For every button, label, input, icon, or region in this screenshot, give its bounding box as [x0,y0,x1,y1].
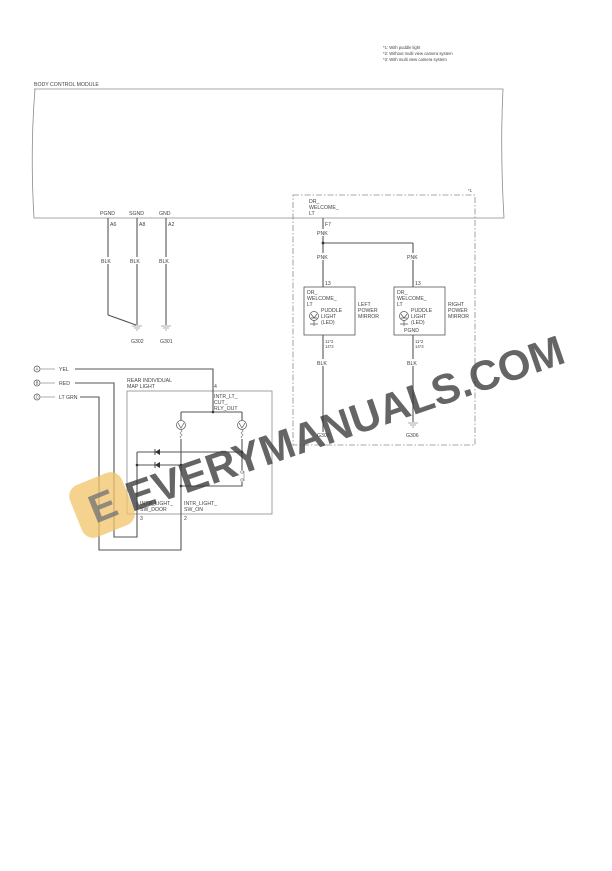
ground-g302: G302 [317,433,330,439]
resistor-icon [179,429,183,439]
connector-id: A [36,367,39,372]
right-power-mirror: 13 DR_ WELCOME_ LT PUDDLE LIGHT (LED) PG… [393,281,469,439]
pin-name: INTR_LIGHT_ [140,501,173,507]
watermark: E EVERYMANUALS.COM [69,326,571,538]
pin-a2: A2 [168,222,174,228]
component-label: LEFT [358,302,372,308]
pin-name: INTR_LIGHT_ [184,501,217,507]
wire-color-yel: YEL [59,367,69,373]
ground-g302: G302 [131,339,144,345]
note-3: *3: With multi view camera system [383,57,447,62]
wire-color-blk: BLK [317,361,327,367]
pin-name: WELCOME_ [309,205,339,211]
pin-number: 11*2 [415,339,424,344]
lamp-label: (LED) [411,320,425,326]
pin-13: 13 [415,281,421,287]
ground-symbol-icon [161,325,171,331]
pin-name: LT [307,302,313,308]
pin-number: 14*3 [325,344,334,349]
pin-name: LT [309,211,315,217]
pin-name-gnd: GND [159,211,171,217]
switch-icon [240,470,245,482]
pin-number: 14*3 [415,344,424,349]
diode-icon [154,462,160,468]
pin-name-pgnd: PGND [100,211,115,217]
pin-a8: A8 [139,222,145,228]
pin-number: 11*2 [325,339,334,344]
left-power-mirror: 13 DR_ WELCOME_ LT PUDDLE LIGHT (LED) LE… [303,281,379,439]
pin-name: INTR_LT_ [214,394,238,400]
pin-name: DR_ [397,290,407,296]
wire-color-pnk: PNK [317,255,328,261]
wire-color-blk: BLK [101,259,111,265]
pin-name: RLY_OUT [214,406,238,412]
lamp-label: LIGHT [321,314,337,320]
diode-icon [154,449,160,455]
ground-g301: G301 [160,339,173,345]
pin-a6: A6 [110,222,116,228]
body-control-module: BODY CONTROL MODULE [31,82,505,219]
bulb-icon [237,420,247,430]
bulb-icon [176,420,186,430]
component-title: REAR INDIVIDUAL [127,378,172,384]
pin-13: 13 [325,281,331,287]
wire-color-blk: BLK [407,361,417,367]
footnotes: *1: With puddle light *2: Without multi … [383,45,453,62]
component-title: MAP LIGHT [127,384,156,390]
pin-name: WELCOME_ [397,296,427,302]
wire-color-pnk: PNK [407,255,418,261]
pin-name: SW_ON [184,507,203,513]
pin-4: 4 [214,384,217,390]
ground-g306: G306 [406,433,419,439]
pin-f7: F7 [325,222,331,228]
connector-id: C [36,395,39,400]
wire-color-blk: BLK [130,259,140,265]
pin-2: 2 [184,516,187,522]
lamp-label: PUDDLE [321,308,343,314]
note-1: *1: With puddle light [383,45,421,50]
component-label: RIGHT [448,302,465,308]
pin-name-pgnd: PGND [404,328,419,334]
rear-individual-map-light: REAR INDIVIDUAL MAP LIGHT 4 INTR_LT_ CUT… [126,378,273,522]
component-label: POWER [448,308,468,314]
pin-name: DR_ [307,290,317,296]
led-lamp-icon [399,311,409,326]
pin-name: CUT_ [214,400,228,406]
option-note: *1 [468,188,473,193]
bcm-ground-pins: PGND SGND GND A6 A8 A2 BLK BLK BLK G302 … [99,211,175,345]
connector-id: B [36,381,39,386]
component-label: MIRROR [358,314,379,320]
ground-symbol-icon [408,422,418,428]
pin-name: LT [397,302,403,308]
watermark-text: EVERYMANUALS.COM [120,326,571,520]
component-label: MIRROR [448,314,469,320]
component-label: POWER [358,308,378,314]
lamp-label: PUDDLE [411,308,433,314]
wire-color-blk: BLK [159,259,169,265]
lamp-label: LIGHT [411,314,427,320]
pin-3: 3 [140,516,143,522]
puddle-light-group: *1 DR_ WELCOME_ LT F7 PNK PNK PNK 13 DR_… [292,188,476,446]
bcm-title: BODY CONTROL MODULE [34,82,99,88]
note-2: *2: Without multi view camera system [383,51,453,56]
wire-color-pnk: PNK [317,231,328,237]
pin-name: SW_DOOR [140,507,167,513]
connector-lines: A YEL B RED C LT GRN [33,365,214,551]
led-lamp-icon [309,311,319,326]
watermark-logo-icon: E [69,472,135,538]
wire-color-red: RED [59,381,70,387]
wire-color-lt-grn: LT GRN [59,395,78,401]
resistor-icon [240,429,244,439]
pin-name-sgnd: SGND [129,211,144,217]
bcm-outline [31,88,505,219]
pin-name: DR_ [309,199,319,205]
lamp-label: (LED) [321,320,335,326]
ground-symbol-icon [132,325,142,331]
pin-name: WELCOME_ [307,296,337,302]
